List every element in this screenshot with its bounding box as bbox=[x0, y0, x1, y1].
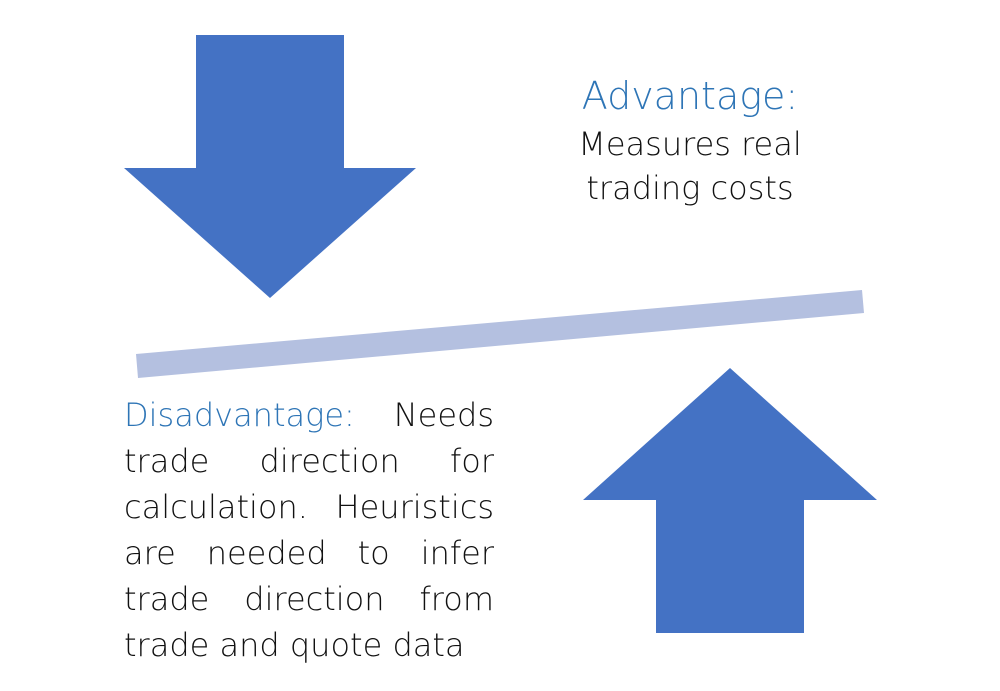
advantage-title: Advantage: bbox=[581, 74, 799, 118]
up-arrow-icon bbox=[583, 368, 877, 633]
disadvantage-title: Disadvantage: bbox=[124, 396, 355, 434]
balance-beam bbox=[136, 290, 864, 378]
disadvantage-text: Disadvantage: Needs trade direction for … bbox=[124, 392, 494, 668]
advantage-body-line2: trading costs bbox=[586, 169, 794, 207]
advantage-text: Advantage: Measures real trading costs bbox=[520, 70, 860, 210]
disadvantage-body: Needs trade direction for calculation. H… bbox=[124, 396, 494, 664]
advantage-body-line1: Measures real bbox=[578, 125, 802, 163]
down-arrow-icon bbox=[124, 35, 416, 298]
